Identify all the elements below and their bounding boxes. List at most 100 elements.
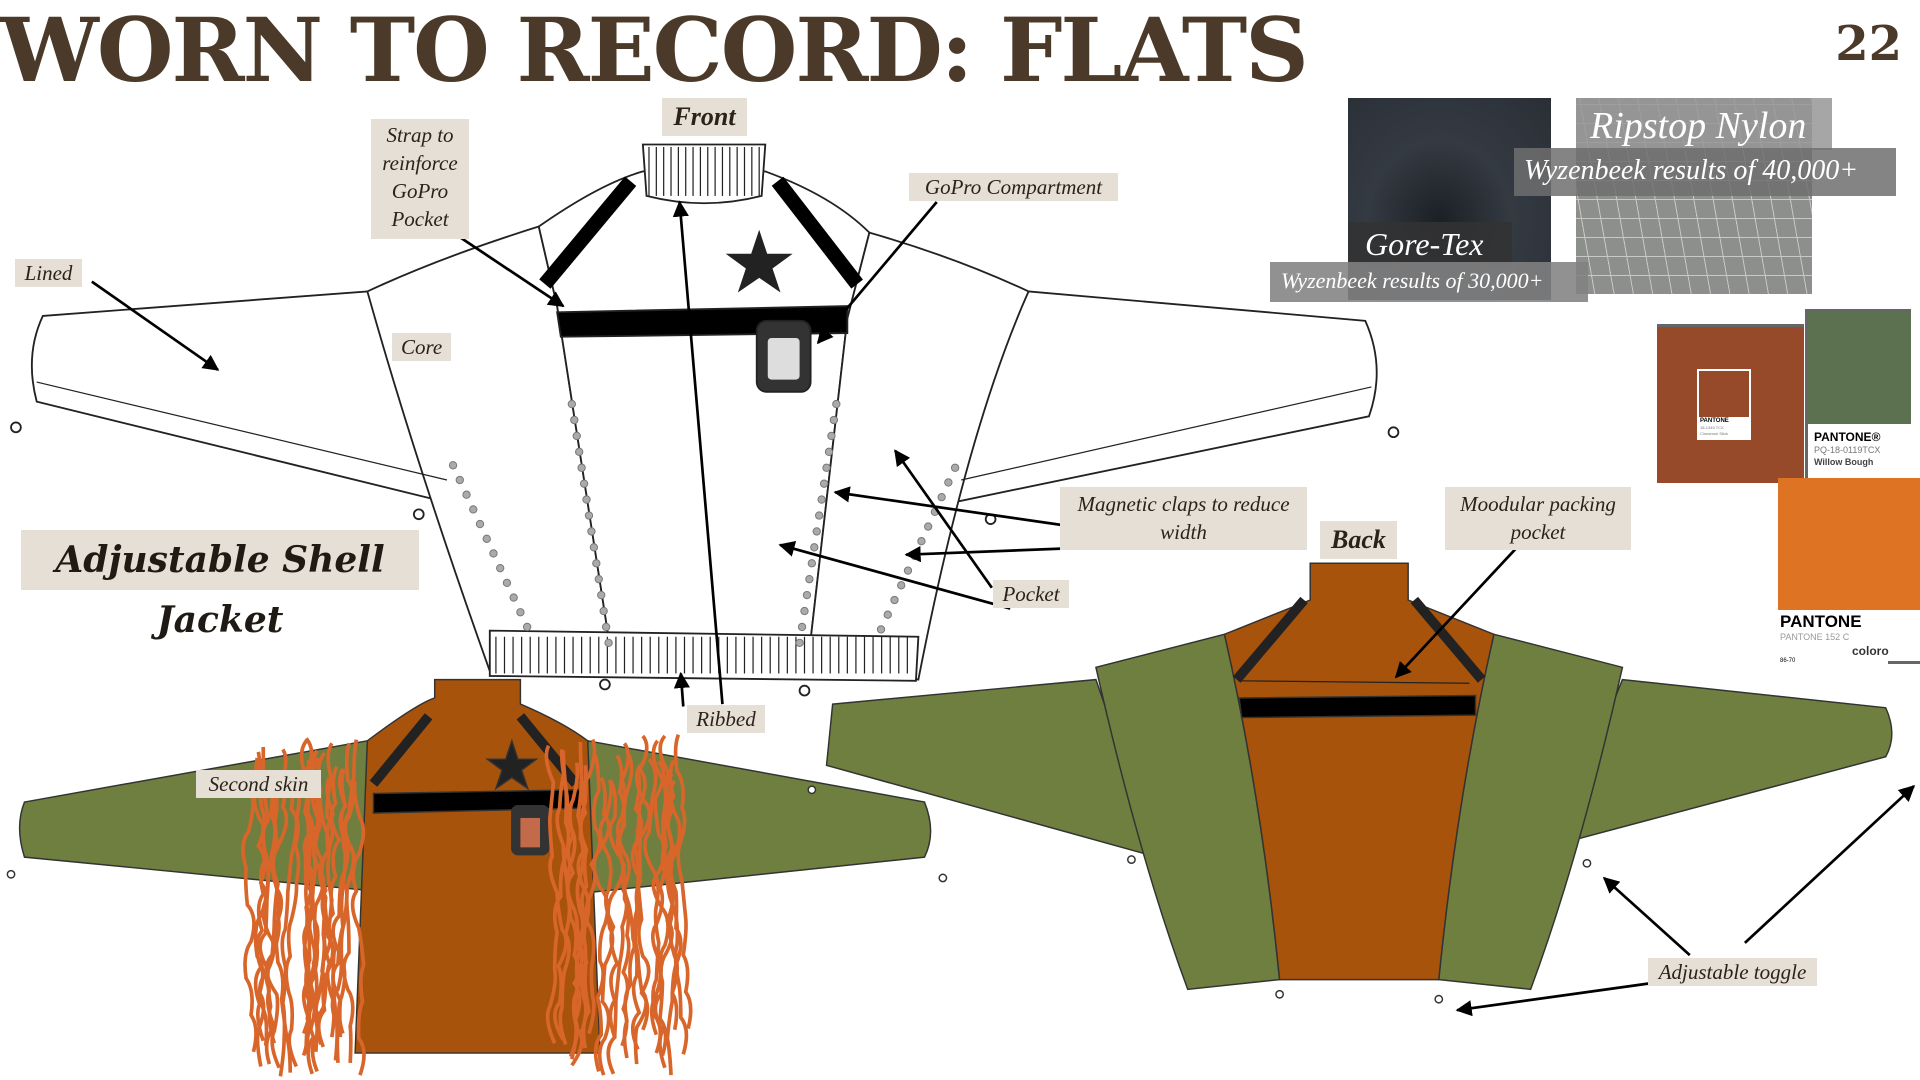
magnetic-clasp (824, 447, 834, 457)
goretex-title-bg (1348, 222, 1512, 268)
fringe-strand (264, 773, 281, 1069)
magnetic-clasp (589, 543, 599, 552)
magnetic-clasp (604, 638, 613, 648)
annotation-packing: Moodular packing pocket (1445, 487, 1631, 550)
magnetic-clasp (597, 590, 606, 600)
magnetic-clasp (817, 495, 826, 504)
magnetic-clasp (795, 638, 804, 648)
magnetic-clasp (584, 511, 594, 520)
annotation-toggle: Adjustable toggle (1648, 958, 1817, 986)
magnetic-clasp (482, 534, 491, 543)
fringe-strand (316, 751, 335, 1048)
magnetic-clasp (950, 463, 960, 472)
magnetic-clasp (516, 608, 525, 617)
magnetic-clasp (489, 549, 498, 558)
swatch-code: PANTONE 152 C (1780, 632, 1850, 642)
annotation-ribbed: Ribbed (687, 705, 765, 733)
second-skin-jacket (6, 678, 948, 1077)
fringe-strand (576, 742, 591, 1037)
fringe-strand (598, 779, 620, 1075)
annotation-pocket: Pocket (993, 580, 1069, 608)
magnetic-clasp (832, 399, 841, 409)
fringe-strand (651, 760, 670, 1057)
fringe-strand (566, 762, 584, 1058)
fringe-strand (306, 778, 321, 1075)
swatch-pantone-152c: PANTONE PANTONE 152 C coloro 86-70 (1778, 478, 1920, 673)
fringe-strand (545, 749, 571, 1045)
fringe-strand (544, 744, 568, 1041)
annotation-magnetic: Magnetic claps to reduce width (1060, 487, 1307, 550)
magnetic-clasp (587, 527, 596, 536)
magnetic-clasp (594, 575, 603, 584)
fringe-strand (643, 757, 663, 1054)
right-sleeve (953, 290, 1378, 504)
magnetic-clasp (509, 593, 518, 602)
magnetic-clasp (502, 578, 512, 588)
fringe-strand (241, 757, 259, 1053)
magnetic-clasp (448, 461, 458, 470)
collar (641, 143, 767, 205)
back-view-label: Back (1320, 521, 1397, 559)
goretex-result: Wyzenbeek results of 30,000+ (1281, 268, 1544, 293)
magnetic-clasp (810, 543, 819, 552)
fringe-strand (278, 781, 301, 1077)
fringe-strand (555, 770, 584, 1067)
magnetic-clasp (572, 431, 581, 441)
magnetic-clasp (592, 559, 601, 568)
magnetic-clasp (815, 511, 824, 520)
magnetic-clasp (876, 625, 886, 634)
magnetic-clasp (827, 431, 836, 441)
swatch-name: Cinnamon Stick (1700, 431, 1729, 436)
fringe-strand (350, 780, 366, 1076)
fringe-strand (673, 734, 693, 1030)
magnetic-clasp (807, 559, 816, 568)
magnetic-clasp (567, 399, 576, 409)
magnetic-clasp (829, 415, 839, 425)
front-view-label: Front (662, 98, 747, 136)
magnetic-clasp (469, 505, 478, 514)
fringe-strand (597, 780, 625, 1076)
magnetic-clasp (570, 415, 579, 425)
magnetic-clasp (575, 447, 584, 457)
magnetic-clasp (462, 490, 471, 499)
swatch-willow-bough: PANTONE® PQ-18-0119TCX Willow Bough (1805, 309, 1911, 480)
magnetic-clasp (455, 475, 464, 485)
magnetic-clasp (944, 478, 953, 487)
magnetic-clasp (819, 479, 829, 488)
ripstop-result: Wyzenbeek results of 40,000+ (1524, 155, 1859, 186)
annotation-gopro: GoPro Compartment (909, 173, 1118, 201)
back-jacket (807, 562, 1911, 1004)
product-name: Adjustable Shell Jacket (21, 530, 419, 641)
magnetic-clasp (577, 463, 586, 472)
page-title: WORN TO RECORD: FLATS (0, 0, 1309, 102)
ripstop-result-bg (1514, 148, 1896, 196)
fringe-strand (253, 772, 268, 1067)
magnetic-clasp (496, 564, 505, 573)
magnetic-clasp (802, 590, 812, 600)
magnetic-clasp (475, 519, 485, 529)
swatch-extra: 86-70 (1780, 658, 1796, 664)
magnetic-clasp (601, 622, 611, 632)
fringe-strand (301, 759, 315, 1055)
magnetic-clasp (903, 566, 913, 575)
magnetic-clasp (924, 522, 933, 531)
fringe-strand (665, 780, 683, 1076)
magnetic-clasp (579, 479, 589, 488)
annotation-lined: Lined (15, 259, 82, 287)
magnetic-clasp (917, 537, 926, 546)
magnetic-clasp (937, 492, 946, 502)
swatch-code: 18-1345 TCX (1700, 425, 1724, 430)
ripstop-title (1576, 98, 1832, 150)
fringe-strand (592, 776, 611, 1072)
swatch-code: PQ-18-0119TCX (1814, 445, 1881, 455)
magnetic-clasp (522, 622, 532, 632)
fringe-strand (264, 769, 289, 1065)
magnetic-clasp (800, 606, 809, 616)
fringe-strand (632, 734, 651, 1031)
swatch-coloro: coloro (1852, 644, 1889, 658)
annotation-strap: Strap to reinforce GoPro Pocket (371, 119, 469, 239)
swatch-brand: PANTONE (1780, 612, 1862, 631)
annotation-second-skin: Second skin (196, 770, 321, 798)
magnetic-clasp (805, 575, 814, 584)
swatch-brand: PANTONE (1700, 418, 1729, 424)
